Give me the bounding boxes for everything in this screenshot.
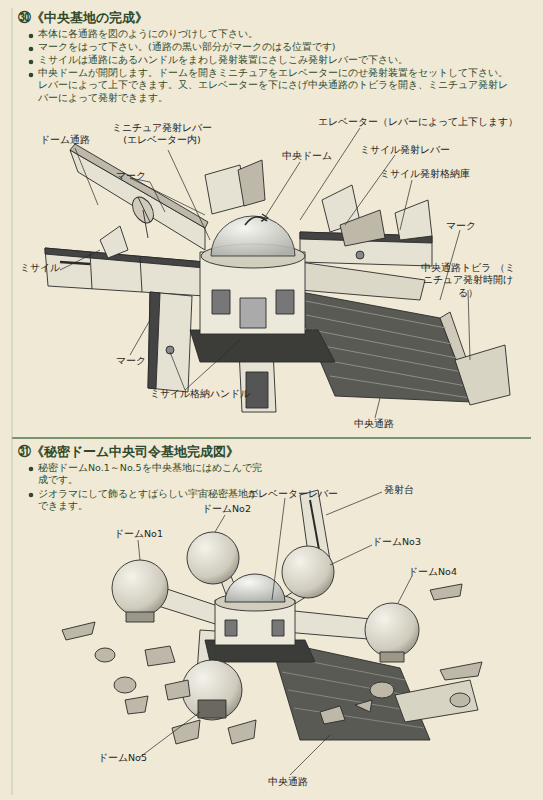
section-heading: ㉚《中央基地の完成》 (18, 10, 148, 26)
callout-label: ミサイル (20, 262, 60, 274)
callout-label: 中央通路 (354, 418, 394, 430)
callout-label: ミサイル発射レバー (360, 144, 450, 156)
callout-label: 中央通路 (268, 776, 308, 788)
callout-label: マーク (116, 355, 146, 367)
callout-label: エレベーター（レバーによって上下します） (318, 116, 518, 128)
complete-base-figure (62, 490, 482, 744)
callout-label: ミサイル発射格納庫 (380, 168, 470, 180)
callout-label: ミサイル格納ハンドル (150, 388, 250, 400)
callout-label: 中央通路トビラ （ミニチュア発射時開ける） (418, 262, 518, 299)
callout-label: ドームNo2 (202, 503, 251, 515)
callout-label: ドームNo5 (98, 752, 147, 764)
callout-label: マーク (116, 170, 146, 182)
instruction-text: ミサイルは通路にあるハンドルをまわし発射装置にさしこみ発射レバーで下さい。 (38, 54, 518, 66)
callout-label: ドームNo1 (114, 528, 163, 540)
section-heading: ㉛《秘密ドーム中央司令基地完成図》 (18, 444, 239, 460)
callout-label: 中央ドーム (282, 150, 332, 162)
callout-label: ドーム通路 (40, 134, 90, 146)
instruction-text: 本体に各通路を図のようにのりづけして下さい。 (38, 28, 518, 40)
instruction-text: 中央ドームが開閉します。ドームを開きミニチュアをエレベーターにのせ発射装置をセッ… (38, 67, 513, 104)
callout-label: マーク (446, 220, 476, 232)
callout-label: ドームNo3 (372, 536, 421, 548)
instruction-text: 秘密ドームNo.1～No.5を中央基地にはめこんで完成です。 (38, 462, 263, 487)
callout-label: ドームNo4 (408, 566, 457, 578)
divider (12, 437, 531, 439)
callout-label: ミニチュア発射レバー (エレベーター内) (112, 122, 212, 147)
leader-lines (60, 128, 470, 418)
callout-label: エレベーターレバー (248, 488, 338, 500)
leader-lines (138, 492, 412, 775)
frame-line (12, 8, 13, 795)
instruction-text: マークをはって下さい。(通路の黒い部分がマークのはる位置です) (38, 41, 518, 53)
callout-label: 発射台 (384, 484, 414, 496)
